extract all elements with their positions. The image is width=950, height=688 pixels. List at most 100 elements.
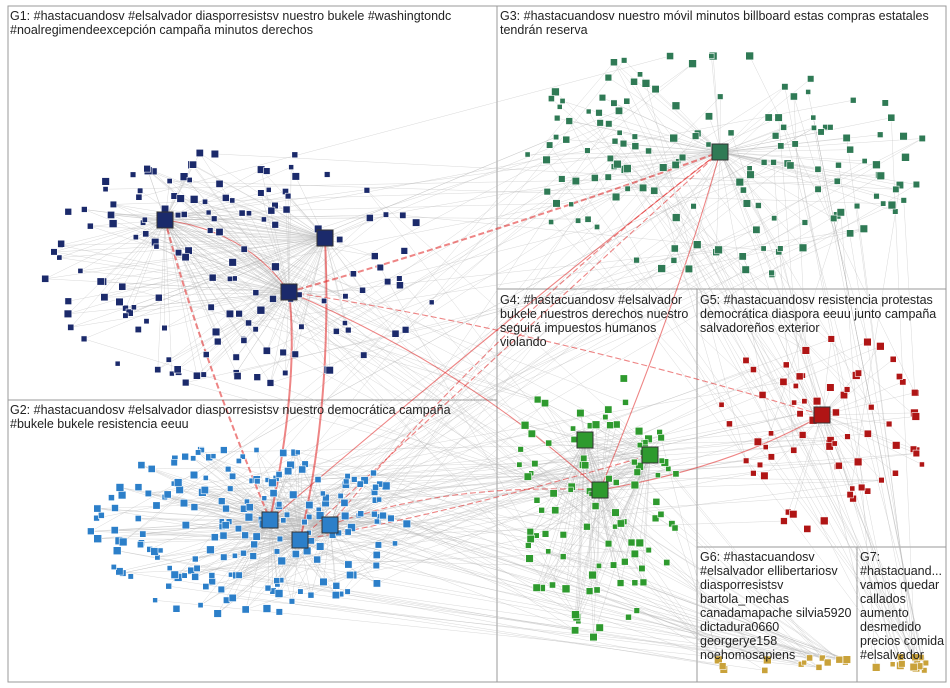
- node-g1[interactable]: [132, 234, 139, 241]
- node-g3[interactable]: [671, 213, 681, 222]
- node-g1[interactable]: [77, 267, 84, 274]
- node-g1[interactable]: [291, 151, 299, 159]
- node-g3[interactable]: [631, 142, 640, 151]
- node-g1[interactable]: [396, 275, 403, 282]
- node-g1[interactable]: [166, 178, 173, 184]
- node-g3[interactable]: [881, 99, 889, 107]
- node-g4[interactable]: [619, 374, 628, 383]
- node-g5[interactable]: [795, 372, 804, 381]
- node-g2[interactable]: [206, 545, 215, 554]
- node-g1[interactable]: [401, 326, 410, 334]
- node-g3[interactable]: [849, 97, 857, 104]
- hub-node-g1[interactable]: [156, 211, 174, 229]
- node-g1[interactable]: [342, 293, 349, 300]
- node-g1[interactable]: [161, 324, 168, 332]
- node-g3[interactable]: [817, 128, 825, 136]
- node-g2[interactable]: [371, 510, 378, 518]
- node-g2[interactable]: [232, 552, 238, 559]
- node-g3[interactable]: [547, 95, 555, 102]
- node-g3[interactable]: [638, 183, 648, 192]
- node-g1[interactable]: [175, 249, 183, 257]
- node-g3[interactable]: [746, 170, 755, 179]
- node-g4[interactable]: [657, 433, 665, 442]
- node-g2[interactable]: [221, 521, 230, 530]
- node-g4[interactable]: [634, 426, 644, 436]
- node-g3[interactable]: [752, 225, 761, 234]
- node-g3[interactable]: [551, 87, 560, 97]
- node-g2[interactable]: [234, 525, 242, 533]
- node-g2[interactable]: [313, 555, 322, 564]
- node-g3[interactable]: [604, 173, 612, 181]
- node-g4[interactable]: [585, 587, 594, 595]
- node-g1[interactable]: [208, 273, 217, 282]
- node-g1[interactable]: [260, 216, 267, 223]
- hub-node-g1[interactable]: [316, 229, 334, 247]
- node-g1[interactable]: [222, 194, 230, 202]
- node-g3[interactable]: [805, 89, 811, 95]
- node-g3[interactable]: [624, 185, 631, 192]
- node-g5[interactable]: [760, 471, 769, 480]
- node-g1[interactable]: [80, 335, 88, 343]
- node-g1[interactable]: [298, 323, 305, 330]
- node-g2[interactable]: [108, 494, 115, 502]
- node-g4[interactable]: [611, 508, 620, 517]
- node-g3[interactable]: [666, 52, 674, 60]
- node-g7[interactable]: [909, 662, 918, 672]
- node-g2[interactable]: [193, 564, 201, 572]
- node-g2[interactable]: [219, 531, 228, 540]
- node-g3[interactable]: [836, 208, 845, 217]
- node-g3[interactable]: [810, 114, 817, 121]
- node-g2[interactable]: [283, 511, 291, 518]
- node-g2[interactable]: [218, 497, 226, 505]
- node-g1[interactable]: [282, 369, 289, 377]
- node-g5[interactable]: [768, 430, 775, 437]
- node-g4[interactable]: [612, 420, 621, 429]
- node-g3[interactable]: [827, 124, 834, 131]
- node-g4[interactable]: [527, 429, 536, 438]
- node-g3[interactable]: [830, 214, 838, 223]
- node-g5[interactable]: [853, 457, 863, 467]
- node-g3[interactable]: [842, 133, 851, 142]
- node-g3[interactable]: [770, 159, 777, 166]
- node-g1[interactable]: [325, 366, 334, 375]
- node-g5[interactable]: [801, 346, 810, 355]
- node-g2[interactable]: [356, 480, 364, 488]
- node-g1[interactable]: [142, 230, 150, 238]
- node-g2[interactable]: [110, 563, 117, 570]
- node-g1[interactable]: [64, 208, 73, 216]
- node-g4[interactable]: [606, 421, 614, 430]
- node-g1[interactable]: [108, 219, 118, 228]
- node-g1[interactable]: [271, 221, 279, 229]
- node-g4[interactable]: [621, 557, 629, 566]
- node-g3[interactable]: [876, 171, 886, 180]
- node-g2[interactable]: [269, 489, 278, 498]
- node-g2[interactable]: [157, 547, 164, 554]
- node-g1[interactable]: [143, 318, 150, 325]
- node-g2[interactable]: [189, 470, 199, 480]
- node-g3[interactable]: [559, 98, 566, 104]
- node-g2[interactable]: [137, 541, 145, 549]
- node-g3[interactable]: [887, 200, 897, 210]
- node-g5[interactable]: [835, 461, 843, 470]
- node-g6[interactable]: [801, 659, 808, 666]
- node-g5[interactable]: [779, 377, 788, 386]
- hub-node-g4[interactable]: [576, 431, 594, 449]
- node-g3[interactable]: [912, 180, 920, 189]
- node-g5[interactable]: [789, 510, 798, 519]
- node-g2[interactable]: [344, 588, 351, 595]
- node-g3[interactable]: [556, 104, 563, 110]
- node-g4[interactable]: [663, 559, 671, 567]
- node-g5[interactable]: [798, 431, 807, 439]
- node-g5[interactable]: [801, 398, 808, 405]
- node-g2[interactable]: [277, 556, 286, 566]
- node-g5[interactable]: [726, 420, 733, 428]
- node-g3[interactable]: [611, 137, 619, 145]
- node-g3[interactable]: [708, 52, 715, 59]
- node-g3[interactable]: [623, 97, 631, 105]
- hub-node-g1[interactable]: [280, 283, 298, 301]
- node-g3[interactable]: [622, 164, 632, 173]
- node-g3[interactable]: [611, 192, 621, 202]
- node-g3[interactable]: [739, 186, 747, 194]
- node-g3[interactable]: [786, 161, 795, 170]
- node-g3[interactable]: [742, 199, 751, 208]
